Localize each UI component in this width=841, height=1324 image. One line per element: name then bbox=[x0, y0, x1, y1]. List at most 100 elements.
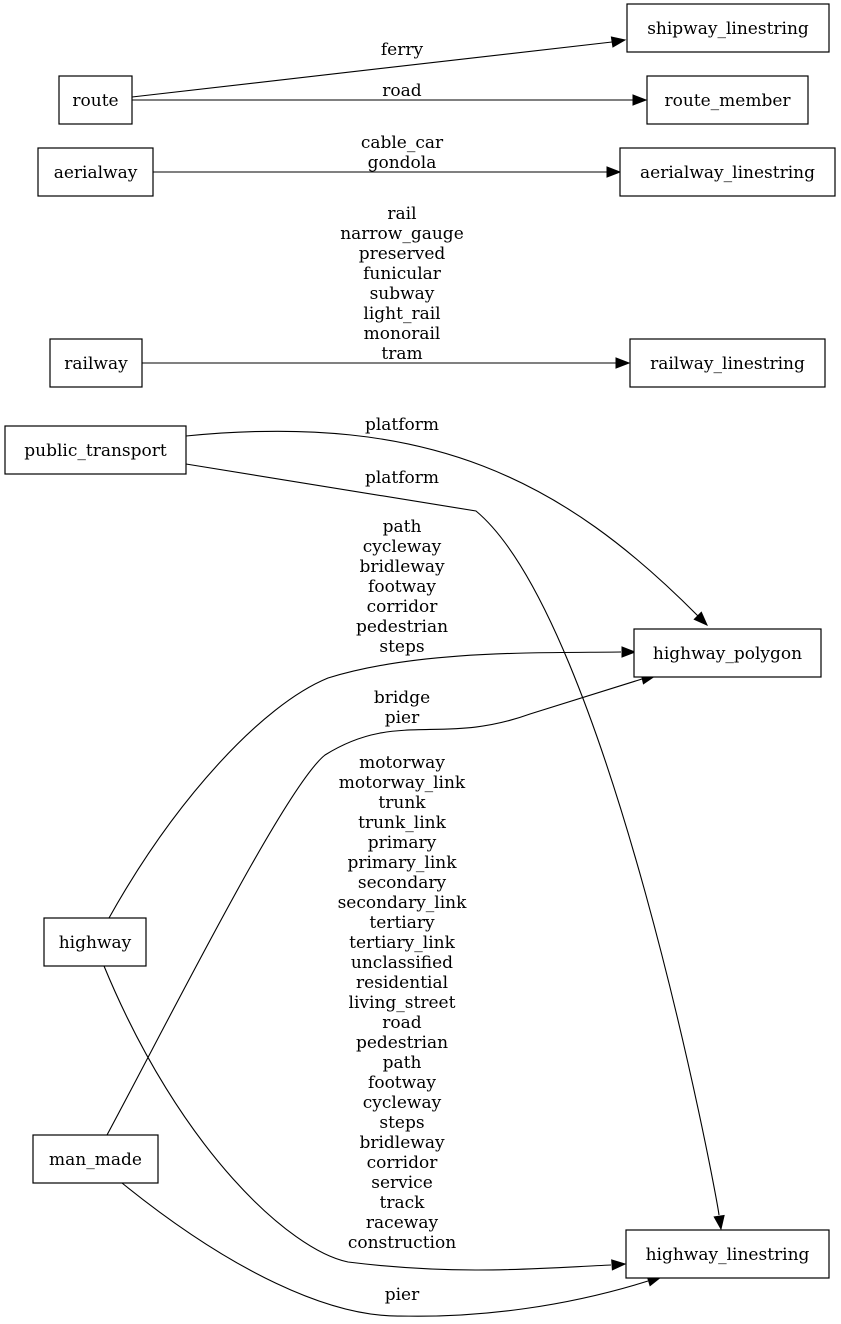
edge-line bbox=[103, 965, 612, 1271]
node-highway_polygon: highway_polygon bbox=[633, 628, 822, 678]
node-box bbox=[646, 75, 809, 125]
edge-label-line: track bbox=[380, 1193, 426, 1213]
edge-label-line: primary_link bbox=[347, 853, 457, 873]
edge-label-line: narrow_gauge bbox=[340, 224, 464, 244]
node-route: route bbox=[58, 75, 133, 125]
edge-label-line: rail bbox=[387, 204, 416, 224]
node-man_made: man_made bbox=[32, 1134, 159, 1184]
edge-label-line: steps bbox=[379, 1113, 424, 1133]
node-route_member: route_member bbox=[646, 75, 809, 125]
edge-label-line: funicular bbox=[363, 264, 442, 284]
node-box bbox=[619, 147, 836, 197]
arrowhead bbox=[610, 36, 627, 48]
node-box bbox=[58, 75, 133, 125]
edge-aerialway-to-aerialway_linestring bbox=[153, 166, 622, 178]
node-label: public_transport bbox=[24, 441, 167, 461]
arrowhead bbox=[611, 1259, 627, 1271]
edge-highway-to-highway_linestring bbox=[103, 965, 627, 1271]
arrowhead bbox=[606, 166, 622, 178]
edge-label-line: gondola bbox=[368, 153, 437, 173]
edge-label-line: road bbox=[382, 1013, 421, 1033]
edge-label-railway-to-railway_linestring: railnarrow_gaugepreservedfunicularsubway… bbox=[340, 204, 464, 364]
edge-label-line: living_street bbox=[349, 993, 456, 1013]
node-label: man_made bbox=[49, 1150, 142, 1170]
edge-label-line: light_rail bbox=[363, 304, 440, 324]
edge-route-to-shipway_linestring bbox=[131, 36, 627, 98]
edge-label-highway-to-highway_linestring: motorwaymotorway_linktrunktrunk_linkprim… bbox=[338, 753, 468, 1253]
edge-line bbox=[106, 678, 643, 1136]
node-box bbox=[49, 338, 143, 388]
node-aerialway: aerialway bbox=[37, 147, 154, 197]
edge-label-line: tram bbox=[381, 344, 422, 364]
edge-label-line: monorail bbox=[364, 324, 441, 344]
edge-label-public_transport-to-highway_polygon: platform bbox=[365, 415, 439, 435]
edge-label-line: construction bbox=[348, 1233, 456, 1253]
edge-public_transport-to-highway_polygon bbox=[185, 430, 708, 626]
edge-label-line: subway bbox=[370, 284, 435, 304]
edge-label-line: service bbox=[371, 1173, 433, 1193]
edge-label-line: tertiary_link bbox=[349, 933, 455, 953]
node-highway_linestring: highway_linestring bbox=[625, 1229, 830, 1279]
edge-label-line: unclassified bbox=[351, 953, 453, 973]
edge-label-line: preserved bbox=[359, 244, 446, 264]
edge-line bbox=[185, 430, 699, 617]
edge-label-line: secondary_link bbox=[338, 893, 468, 913]
edge-label-line: corridor bbox=[367, 597, 439, 617]
edge-line bbox=[131, 41, 613, 98]
nodes-layer: route aerialway railway public_transporthig… bbox=[4, 3, 836, 1279]
node-box bbox=[629, 338, 826, 388]
node-label: railway_linestring bbox=[650, 354, 805, 374]
node-label: aerialway bbox=[54, 163, 138, 183]
edge-label-line: pier bbox=[385, 708, 420, 728]
node-label: shipway_linestring bbox=[647, 19, 809, 39]
edge-label-line: path bbox=[383, 517, 422, 537]
edge-label-line: road bbox=[382, 81, 421, 101]
edge-label-line: steps bbox=[379, 637, 424, 657]
node-box bbox=[625, 1229, 830, 1279]
edge-label-line: ferry bbox=[381, 40, 424, 60]
edge-label-highway-to-highway_polygon: pathcyclewaybridlewayfootwaycorridorpede… bbox=[356, 517, 448, 657]
arrowhead bbox=[632, 94, 648, 106]
node-box bbox=[43, 917, 147, 967]
arrowhead bbox=[621, 646, 637, 658]
node-label: route bbox=[72, 91, 118, 111]
edge-label-man_made-to-highway_linestring: pier bbox=[385, 1285, 420, 1305]
edge-label-line: platform bbox=[365, 415, 439, 435]
edge-label-line: bridge bbox=[374, 688, 430, 708]
edge-route-to-route_member bbox=[132, 94, 648, 106]
edge-label-line: pedestrian bbox=[356, 617, 448, 637]
edge-label-line: cycleway bbox=[363, 1093, 442, 1113]
node-railway_linestring: railway_linestring bbox=[629, 338, 826, 388]
edge-label-line: tertiary bbox=[369, 913, 435, 933]
edge-label-line: pedestrian bbox=[356, 1033, 448, 1053]
edge-line bbox=[121, 1182, 649, 1317]
edge-label-line: motorway bbox=[359, 753, 445, 773]
edge-label-line: platform bbox=[365, 468, 439, 488]
edge-label-line: pier bbox=[385, 1285, 420, 1305]
edge-railway-to-railway_linestring bbox=[142, 357, 631, 369]
edge-line bbox=[185, 463, 720, 1216]
edge-public_transport-to-highway_linestring bbox=[185, 463, 725, 1231]
node-box bbox=[626, 3, 830, 53]
node-label: railway bbox=[64, 354, 128, 374]
node-label: highway_polygon bbox=[653, 644, 802, 664]
edge-label-line: bridleway bbox=[359, 557, 445, 577]
edge-label-line: motorway_link bbox=[339, 773, 466, 793]
edge-label-line: footway bbox=[368, 1073, 436, 1093]
edge-label-line: primary bbox=[368, 833, 437, 853]
edge-label-line: secondary bbox=[358, 873, 447, 893]
arrowhead bbox=[615, 357, 631, 369]
node-shipway_linestring: shipway_linestring bbox=[626, 3, 830, 53]
node-box bbox=[633, 628, 822, 678]
edge-label-line: residential bbox=[356, 973, 448, 993]
node-railway: railway bbox=[49, 338, 143, 388]
edge-label-line: cycleway bbox=[363, 537, 442, 557]
edge-highway-to-highway_polygon bbox=[108, 646, 637, 919]
edge-line bbox=[108, 651, 622, 919]
edge-label-line: bridleway bbox=[359, 1133, 445, 1153]
edge-label-route-to-shipway_linestring: ferry bbox=[381, 40, 424, 60]
node-label: route_member bbox=[664, 91, 791, 111]
